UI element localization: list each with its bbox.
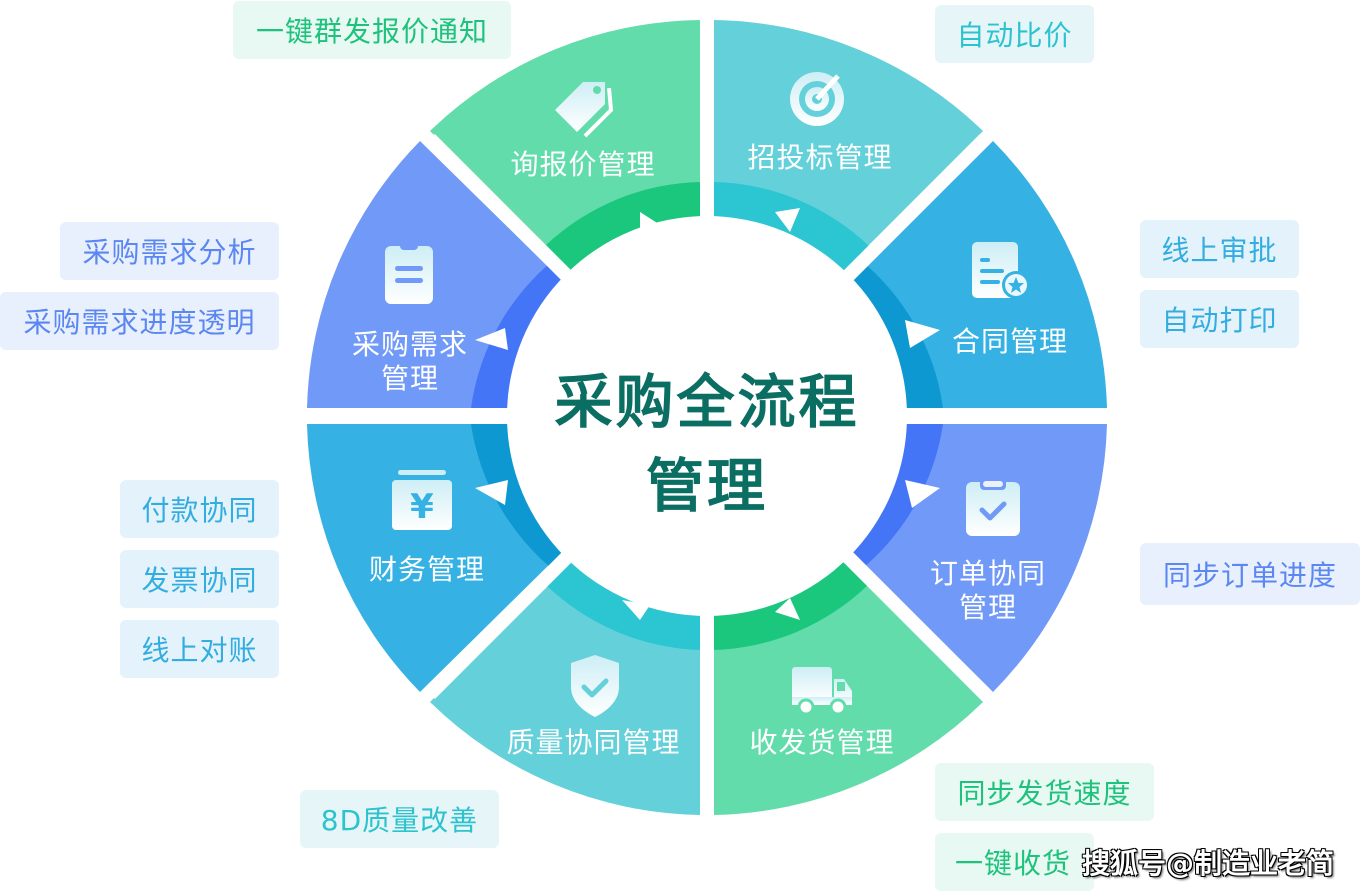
segment-label-finance: 财务管理 xyxy=(368,553,485,586)
segment-label-tender: 招投标管理 xyxy=(747,141,893,174)
segment-label-quality: 质量协同管理 xyxy=(506,726,681,759)
segment-label-order: 订单协同 管理 xyxy=(918,557,1058,625)
clipboard-check-icon xyxy=(966,478,1020,536)
truck-icon xyxy=(792,667,852,716)
center-title: 采购全流程 管理 xyxy=(507,360,907,528)
clipboard-list-icon xyxy=(385,242,433,304)
tag-demand-analysis: 采购需求分析 xyxy=(60,222,279,280)
segment-label-delivery: 收发货管理 xyxy=(749,726,895,759)
target-icon xyxy=(790,72,844,126)
tag-quote-notify: 一键群发报价通知 xyxy=(233,1,511,59)
tag-finance-reconcile: 线上对账 xyxy=(120,620,279,678)
center-title-line2: 管理 xyxy=(645,452,768,520)
contract-star-icon xyxy=(972,242,1030,299)
segment-label-quote: 询报价管理 xyxy=(510,148,656,181)
tag-tender-compare: 自动比价 xyxy=(935,5,1094,63)
yen-icon: ¥ xyxy=(392,470,452,530)
tag-contract-print: 自动打印 xyxy=(1140,290,1299,348)
segment-label-order-line1: 订单协同 xyxy=(929,557,1046,590)
tag-quality-8d: 8D质量改善 xyxy=(300,790,499,848)
tag-delivery-sync: 同步发货速度 xyxy=(935,763,1154,821)
segment-label-contract: 合同管理 xyxy=(951,325,1068,358)
tag-finance-payment: 付款协同 xyxy=(120,480,279,538)
price-tag-icon xyxy=(555,82,614,138)
tag-contract-approval: 线上审批 xyxy=(1140,220,1299,278)
tag-demand-progress: 采购需求进度透明 xyxy=(0,292,279,350)
segment-label-demand-line1: 采购需求 xyxy=(351,328,468,361)
segment-label-demand-line2: 管理 xyxy=(380,362,439,395)
svg-text:¥: ¥ xyxy=(410,487,434,527)
segment-label-demand: 采购需求 管理 xyxy=(345,328,475,396)
shield-check-icon xyxy=(571,655,619,717)
segment-label-order-line2: 管理 xyxy=(958,591,1017,624)
tag-delivery-receive: 一键收货 xyxy=(935,833,1094,891)
watermark: 搜狐号@制造业老简 xyxy=(1082,847,1335,880)
tag-order-sync: 同步订单进度 xyxy=(1140,543,1360,605)
tag-finance-invoice: 发票协同 xyxy=(120,550,279,608)
center-title-line1: 采购全流程 xyxy=(554,368,860,436)
